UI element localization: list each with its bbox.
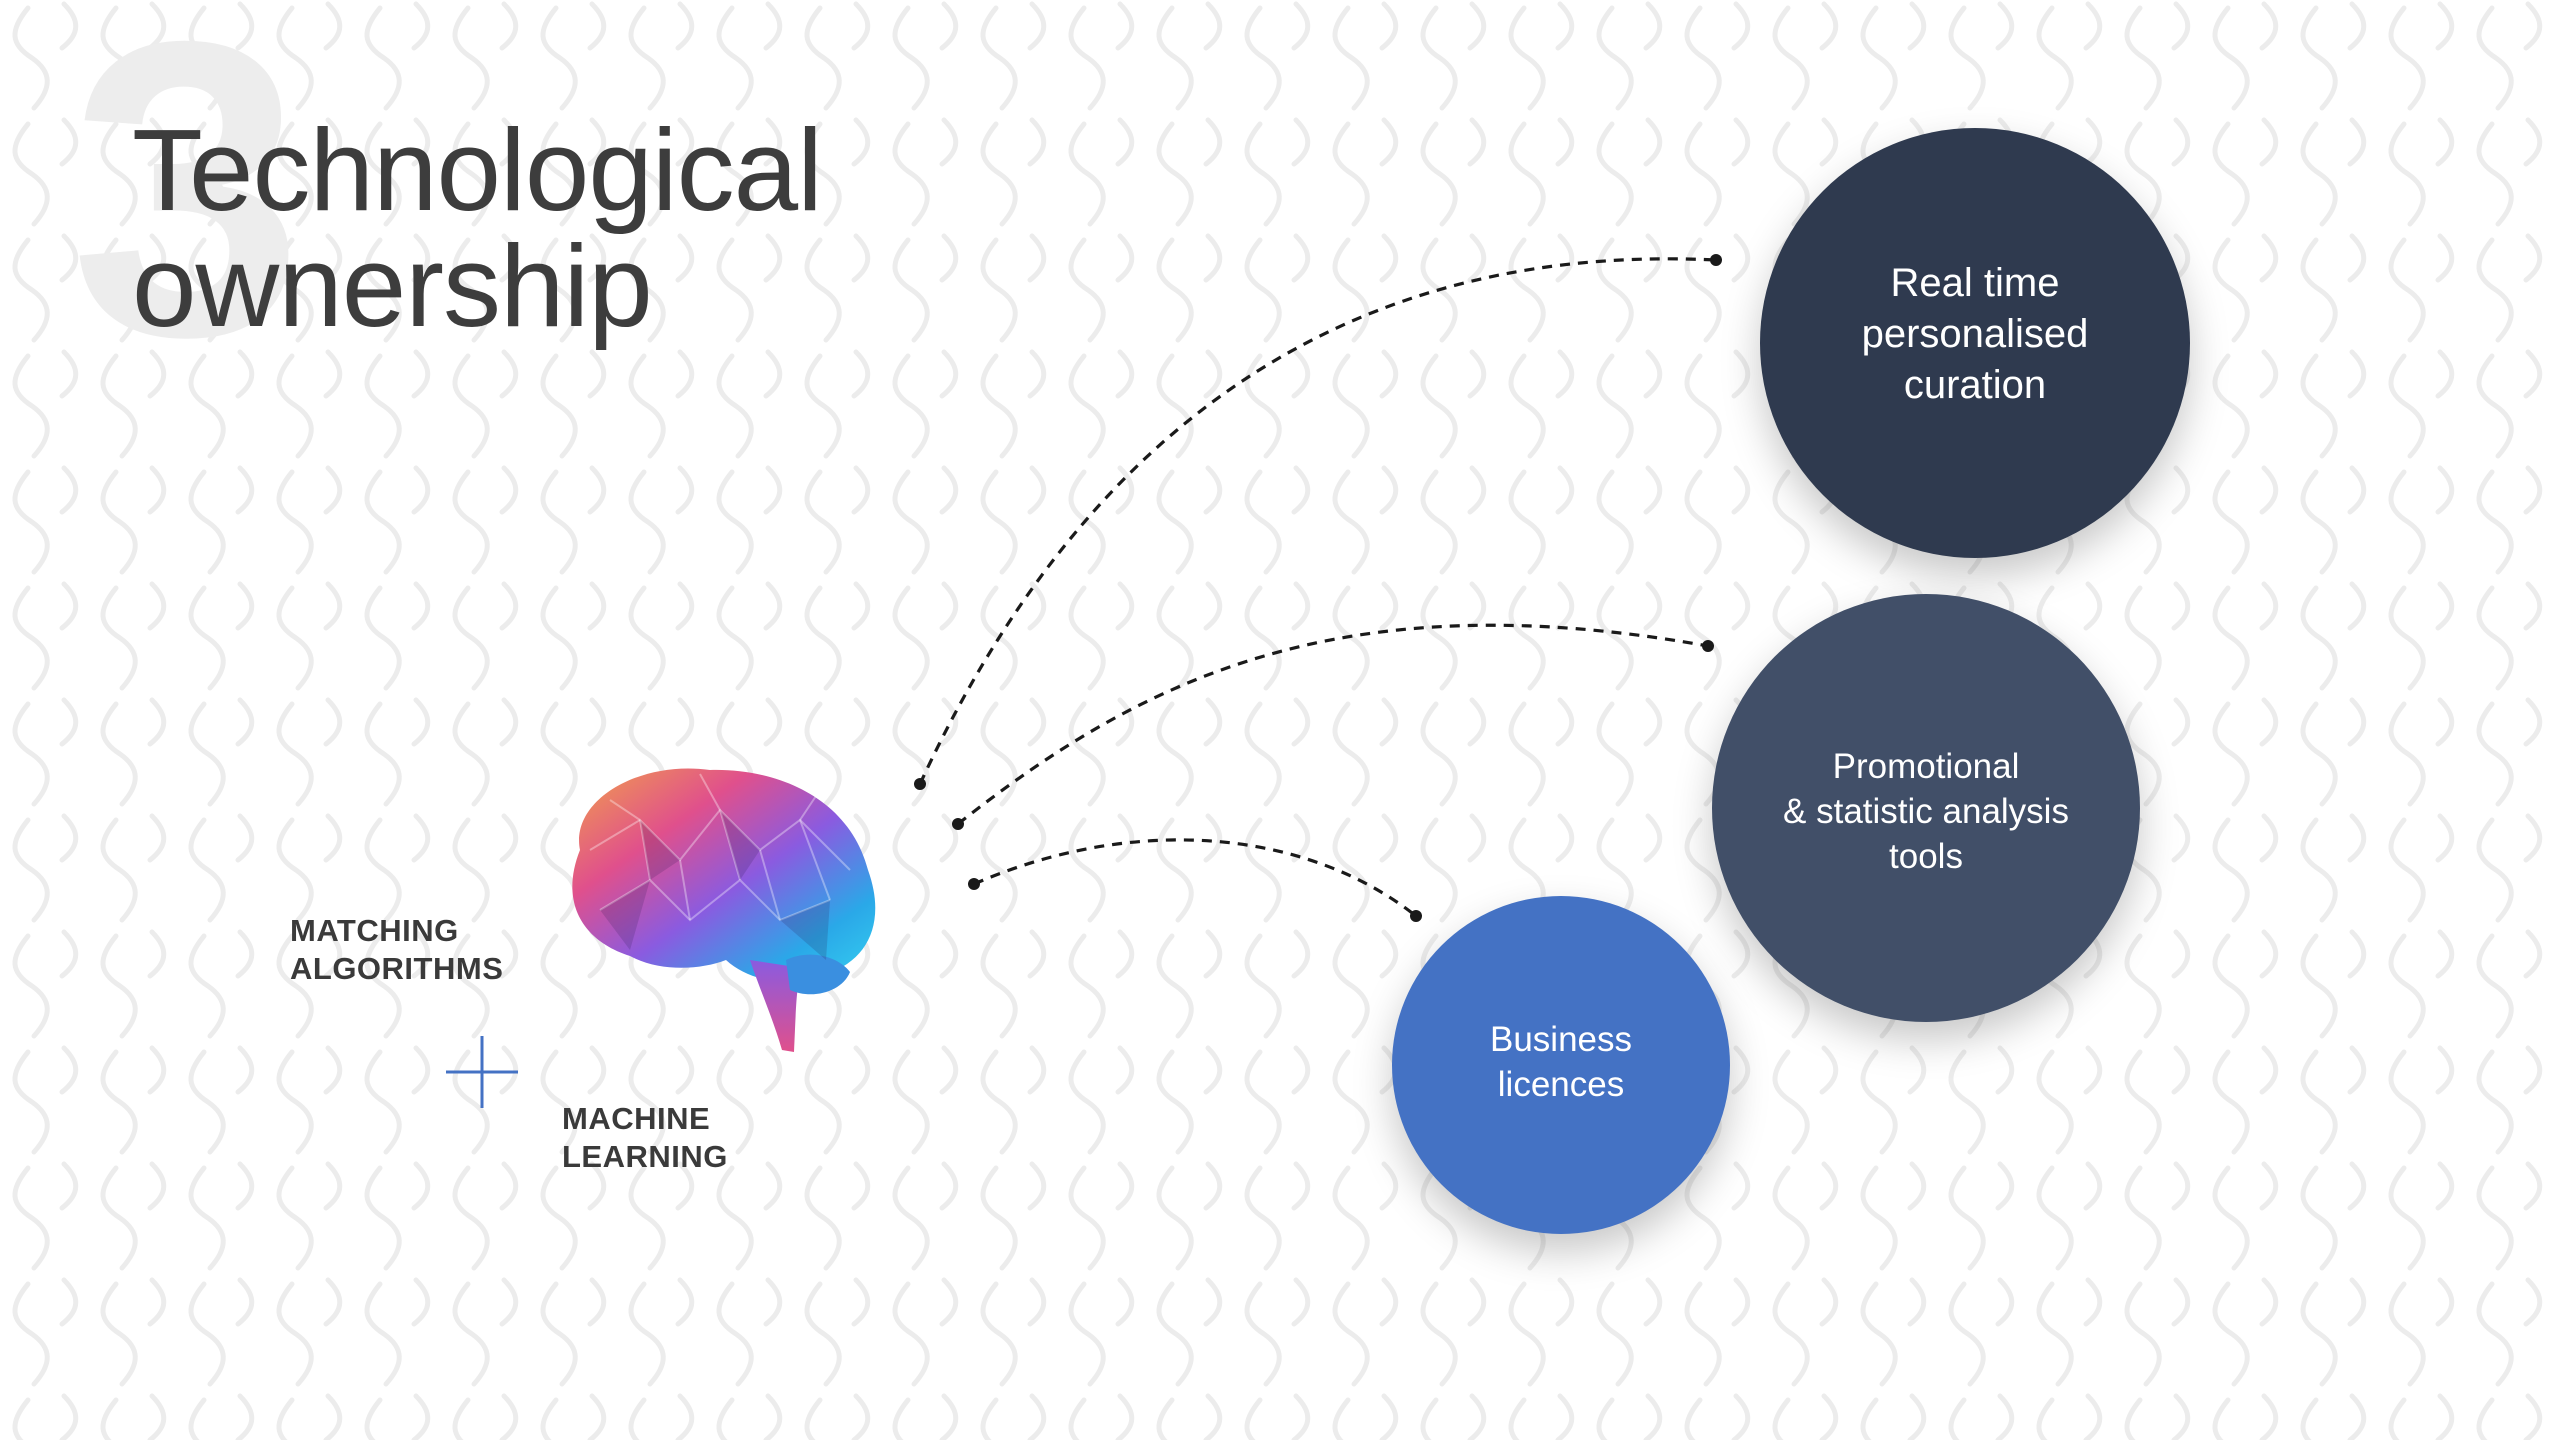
slide-number: 3 [70, 0, 304, 424]
title-line: ownership [132, 221, 653, 351]
label-line: LEARNING [562, 1139, 728, 1174]
connector-promo [957, 623, 1709, 826]
circle-label-line: Promotional [1832, 747, 2020, 786]
machine-learning-label: MACHINE LEARNING [562, 1100, 728, 1176]
label-line: MATCHING [290, 913, 459, 948]
circle-label: Business licences [1490, 1017, 1632, 1107]
connector-realtime [918, 257, 1717, 785]
connector-dot [1410, 910, 1422, 922]
realtime-curation-circle: Real time personalised curation [1760, 128, 2190, 558]
circle-label: Real time personalised curation [1862, 258, 2089, 411]
promotional-tools-circle: Promotional & statistic analysis tools [1712, 594, 2140, 1022]
circle-label-line: licences [1497, 1065, 1625, 1104]
connector-dot [968, 878, 980, 890]
title-line: Technological [132, 105, 823, 235]
circle-label-line: & statistic analysis [1783, 792, 2069, 831]
circle-label-line: personalised [1861, 312, 2089, 356]
connector-dot [952, 818, 964, 830]
circle-label-line: Business [1489, 1020, 1633, 1059]
circle-label: Promotional & statistic analysis tools [1783, 744, 2069, 879]
plus-icon [446, 1036, 518, 1108]
connector-dot [1702, 640, 1714, 652]
matching-algorithms-label: MATCHING ALGORITHMS [290, 912, 503, 988]
business-licences-circle: Business licences [1392, 896, 1730, 1234]
circle-label-line: tools [1889, 837, 1963, 876]
page-title: Technological ownership [132, 105, 823, 351]
circle-label-line: Real time [1890, 261, 2060, 305]
label-line: MACHINE [562, 1101, 711, 1136]
label-line: ALGORITHMS [290, 951, 504, 986]
connector-business [973, 838, 1417, 918]
connector-dot [1710, 254, 1722, 266]
connector-dot [914, 778, 926, 790]
circle-label-line: curation [1903, 363, 2047, 407]
brain-icon [572, 768, 876, 1052]
